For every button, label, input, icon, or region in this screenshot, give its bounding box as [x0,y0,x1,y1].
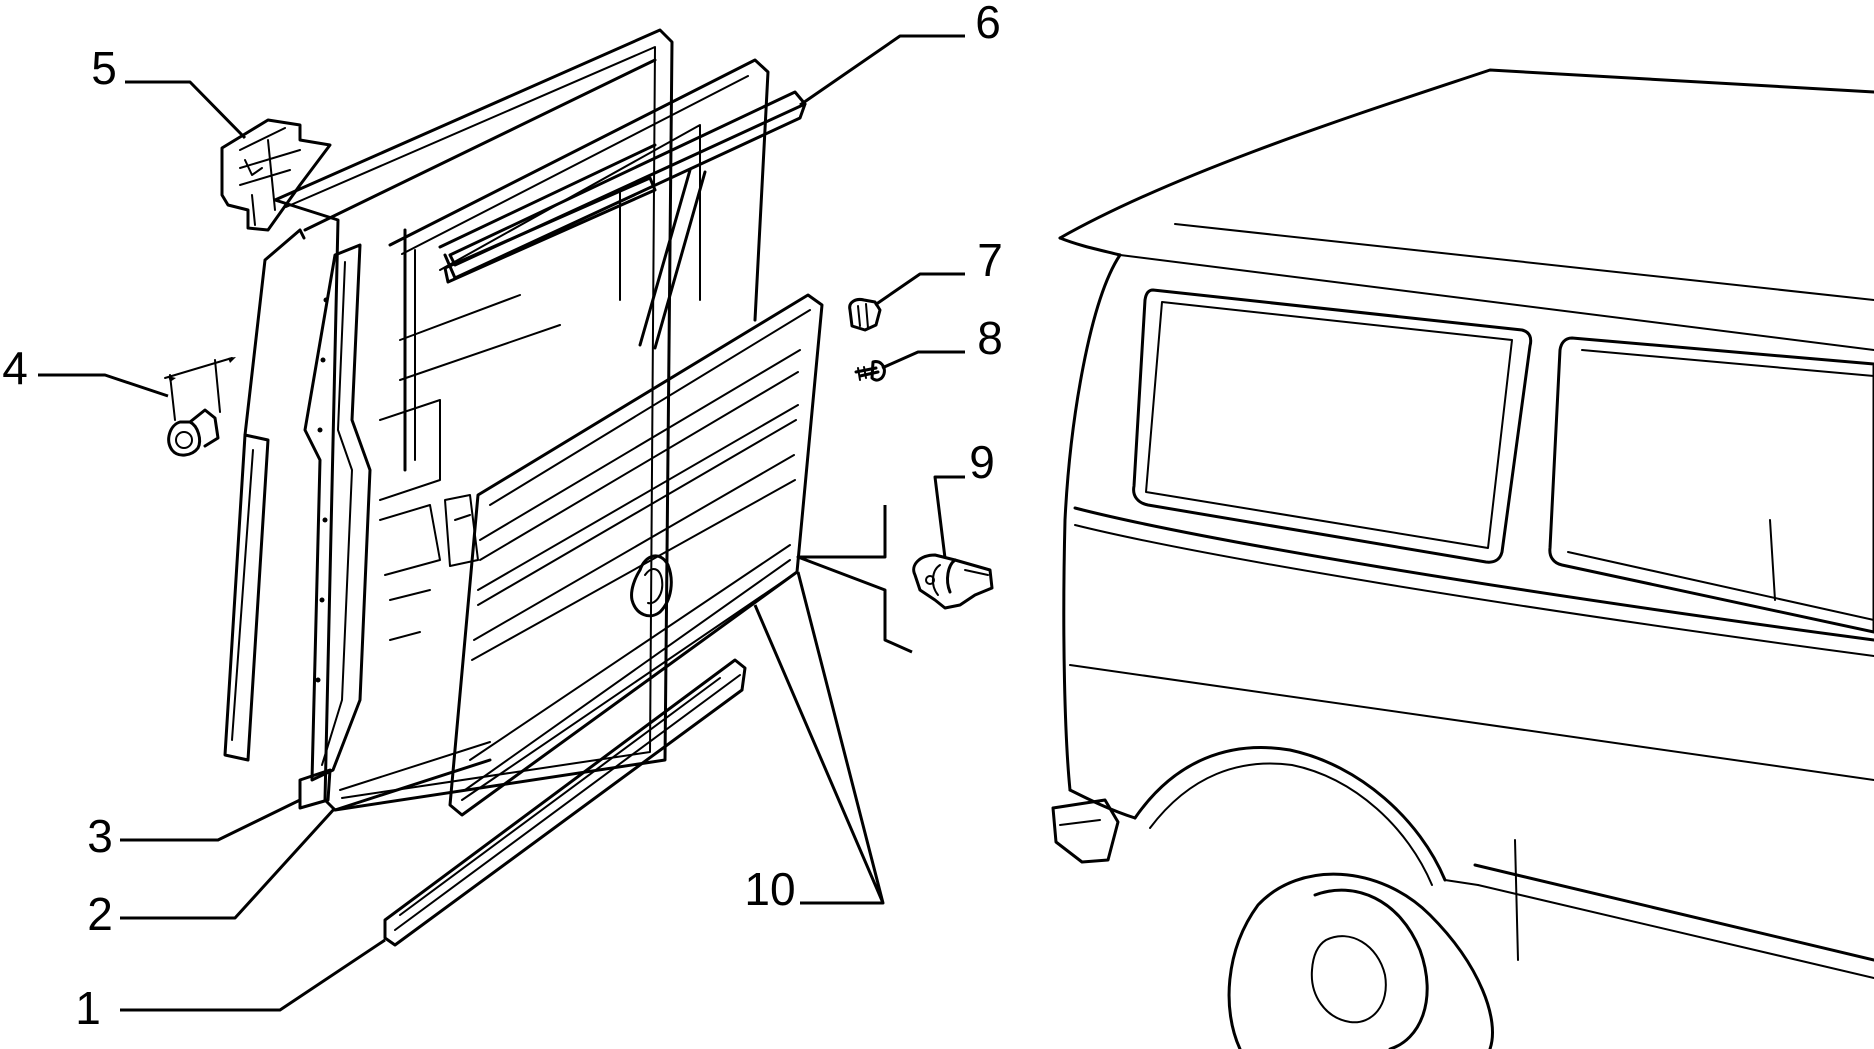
leader-6 [799,34,965,107]
callout-3: 3 [87,810,113,862]
leader-1 [120,938,386,1012]
leader-5 [125,80,247,140]
callout-1: 1 [75,982,101,1034]
trim-panel-part-10 [448,293,824,817]
callout-5: 5 [91,42,117,94]
screw-part-8 [854,360,886,382]
leader-7 [874,272,965,307]
callout-7: 7 [977,234,1003,286]
leader-lines [38,34,965,1012]
leader-9-bracket [796,505,913,654]
push-clip-part-7 [848,298,882,332]
callout-labels: 1 2 3 4 5 6 7 8 9 10 [2,0,1003,1034]
leader-9 [933,475,965,559]
callout-8: 8 [977,312,1003,364]
sill-strip-part-1 [383,658,747,947]
bracket-part-5 [220,118,332,232]
leader-8 [881,350,965,370]
leader-10 [753,571,885,905]
latch-part-9 [912,553,994,610]
leader-3 [120,798,301,842]
leader-4 [38,373,169,398]
callout-10: 10 [744,863,795,915]
clip-part-4 [164,357,236,457]
door-seal-part-3 [298,243,372,810]
door-frame-part-2 [223,28,770,812]
callout-4: 4 [2,342,28,394]
van-body-illustration [1051,68,1874,1049]
callout-2: 2 [87,888,113,940]
callout-9: 9 [969,436,995,488]
callout-6: 6 [975,0,1001,48]
leader-2 [120,806,337,920]
window-channel-part-6 [443,90,807,280]
